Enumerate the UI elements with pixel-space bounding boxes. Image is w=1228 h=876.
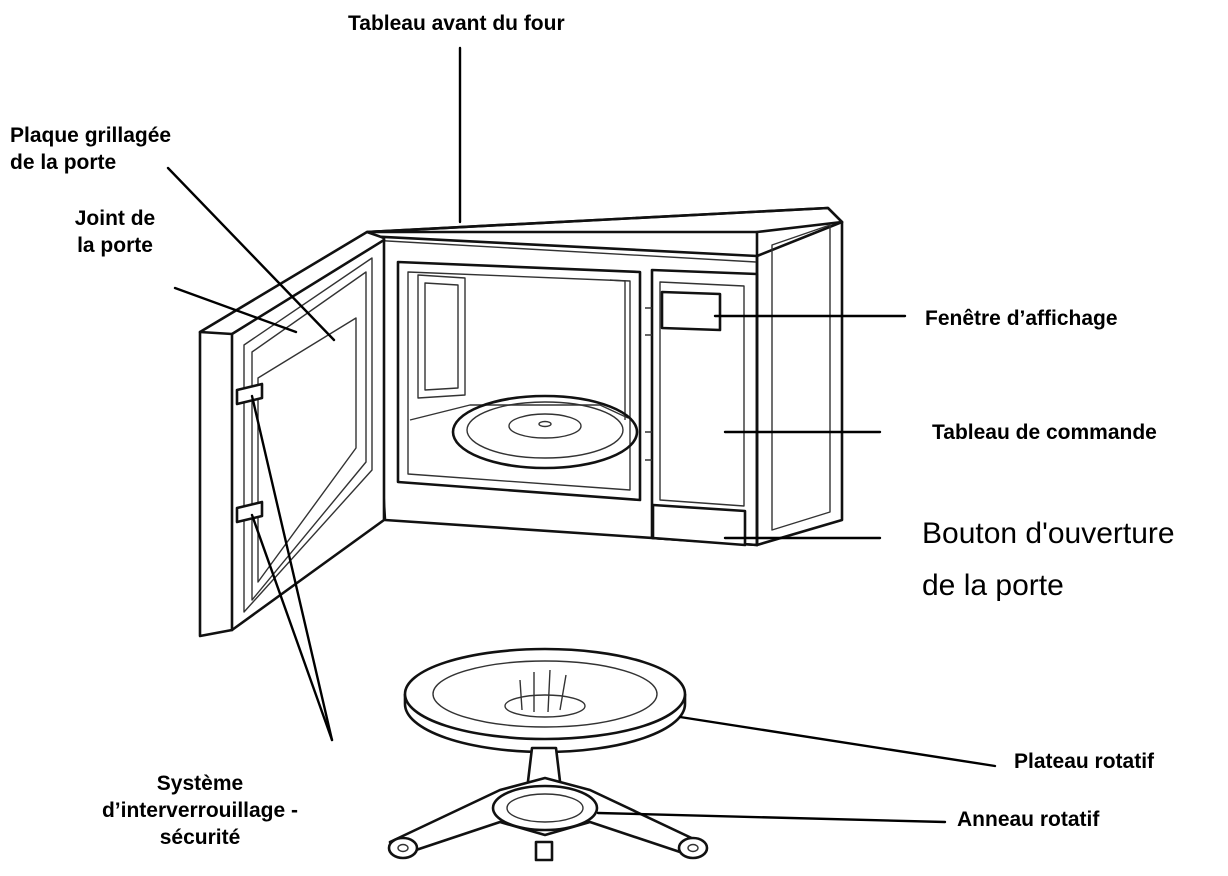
- label-interlock-line3: sécurité: [159, 826, 241, 849]
- label-door-seal-line2: la porte: [77, 234, 153, 257]
- label-door-seal: Joint de la porte: [50, 205, 180, 259]
- leader-turntable: [678, 715, 997, 768]
- leader-interlock-upper: [250, 394, 334, 742]
- label-interlock-line2: d’interverrouillage -: [101, 799, 299, 822]
- upper-latch: [235, 382, 264, 406]
- oven-door: [198, 230, 386, 638]
- label-door-button-line1: Bouton d'ouverture: [922, 517, 1175, 550]
- label-door-button: Bouton d'ouverture de la porte: [922, 508, 1175, 612]
- leader-lines: [166, 46, 997, 824]
- inner-turntable: [451, 394, 639, 470]
- label-door-mesh-line1: Plaque grillagée: [10, 124, 172, 147]
- removable-turntable: [403, 647, 687, 754]
- oven-cabinet: [363, 206, 844, 547]
- leader-door-seal: [173, 286, 298, 334]
- label-interlock: Système d’interverrouillage - sécurité: [60, 770, 340, 851]
- control-panel-unit: [645, 268, 759, 547]
- label-control-panel: Tableau de commande: [932, 421, 1157, 444]
- leader-door-mesh: [166, 166, 336, 342]
- oven-cavity: [396, 260, 642, 502]
- label-door-seal-line1: Joint de: [74, 207, 156, 230]
- label-turntable: Plateau rotatif: [1014, 750, 1155, 773]
- label-oven-front: Tableau avant du four: [348, 12, 565, 35]
- label-door-mesh: Plaque grillagée de la porte: [10, 122, 171, 176]
- display-window-shape: [660, 290, 722, 332]
- leader-roller-ring: [596, 811, 947, 824]
- leader-interlock-lower: [250, 513, 334, 742]
- label-interlock-line1: Système: [156, 772, 244, 795]
- label-door-button-line2: de la porte: [922, 569, 1064, 602]
- door-open-button-shape: [651, 503, 747, 547]
- label-display-window: Fenêtre d’affichage: [925, 307, 1118, 330]
- label-roller-ring: Anneau rotatif: [957, 808, 1100, 831]
- roller-ring-assembly: [387, 746, 709, 862]
- lower-latch: [235, 500, 264, 524]
- label-door-mesh-line2: de la porte: [10, 151, 117, 174]
